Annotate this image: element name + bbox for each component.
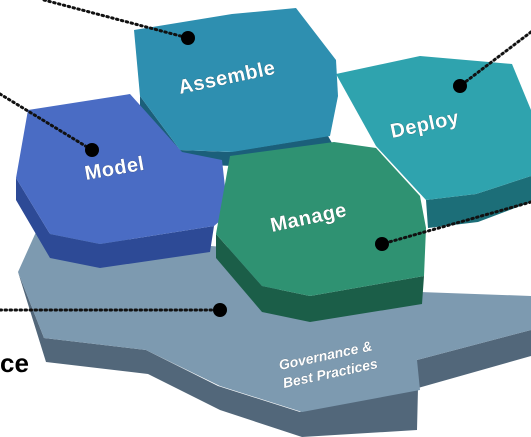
manage-hexagon-top bbox=[216, 142, 426, 296]
model-callout-dot bbox=[85, 143, 99, 157]
model-hexagon: Model bbox=[16, 94, 228, 268]
governance-base-platform: Governance & Best Practices bbox=[18, 232, 531, 437]
manage-hexagon: Manage bbox=[216, 142, 426, 322]
model-hexagon-top bbox=[16, 94, 228, 244]
governance-callout-dot bbox=[213, 303, 227, 317]
assemble-callout-dot bbox=[181, 31, 195, 45]
manage-callout-dot bbox=[375, 237, 389, 251]
deploy-callout-line bbox=[458, 30, 531, 88]
deploy-callout-dot bbox=[453, 79, 467, 93]
governance-callout-fragment: ce bbox=[0, 348, 29, 378]
model-callout-line bbox=[0, 92, 94, 152]
governance-base-side bbox=[18, 272, 531, 437]
assemble-callout-line bbox=[42, 0, 190, 40]
manage-callout-line bbox=[380, 200, 531, 246]
model-hexagon-side bbox=[16, 178, 214, 268]
manage-hexagon-side bbox=[216, 234, 424, 322]
deploy-hexagon-top bbox=[336, 56, 531, 200]
deploy-hexagon: Deploy bbox=[336, 56, 531, 228]
callout-leaders bbox=[0, 0, 531, 317]
governance-base-top bbox=[18, 232, 531, 412]
deploy-hexagon-side bbox=[426, 176, 531, 228]
